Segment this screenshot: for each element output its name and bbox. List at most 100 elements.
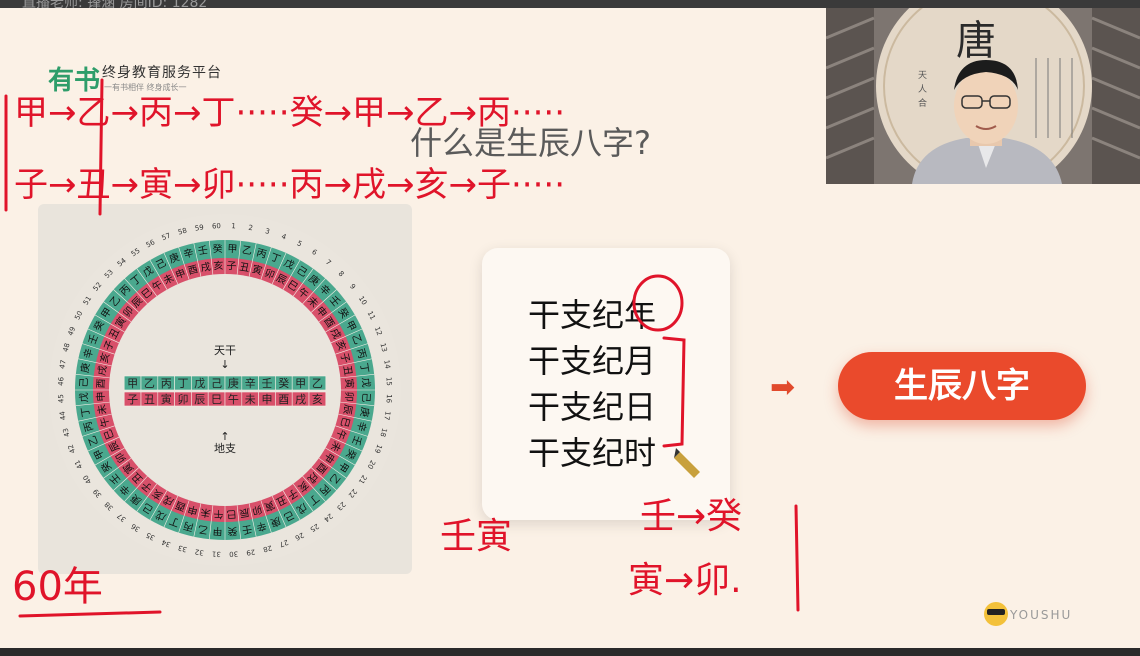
stem-char: 丁 bbox=[168, 514, 181, 528]
cycle-number: 28 bbox=[262, 543, 273, 553]
cycle-number: 27 bbox=[278, 538, 289, 549]
stem-char: 甲 bbox=[227, 244, 238, 256]
branch-char: 子 bbox=[338, 352, 352, 365]
svg-text:天: 天 bbox=[918, 71, 927, 81]
cycle-number: 22 bbox=[347, 487, 359, 499]
stem-char: 壬 bbox=[241, 523, 253, 536]
stem-char: 乙 bbox=[241, 244, 253, 257]
cycle-number: 20 bbox=[366, 459, 377, 471]
right-arrow-icon: ➡ bbox=[770, 370, 796, 405]
dizhi-label: 地支 bbox=[214, 442, 236, 455]
branch-char: 巳 bbox=[338, 416, 352, 429]
stem-char: 甲 bbox=[212, 525, 223, 537]
stem-char: 戊 bbox=[78, 392, 91, 403]
cycle-number: 31 bbox=[212, 550, 221, 558]
tiangan-cell-text: 戊 bbox=[194, 377, 205, 390]
cycle-number: 10 bbox=[357, 295, 369, 307]
cycle-number: 36 bbox=[129, 521, 141, 533]
stem-char: 甲 bbox=[343, 319, 357, 333]
branch-char: 巳 bbox=[226, 508, 237, 521]
cycle-number: 50 bbox=[73, 310, 84, 322]
branch-char: 酉 bbox=[96, 378, 108, 389]
cycle-number: 12 bbox=[373, 326, 384, 337]
cycle-number: 39 bbox=[92, 487, 104, 499]
slide-title: 什么是生辰八字? bbox=[410, 124, 651, 162]
branch-char: 申 bbox=[186, 503, 199, 518]
stem-char: 乙 bbox=[349, 333, 364, 347]
cycle-number: 44 bbox=[58, 410, 67, 421]
branch-char: 辰 bbox=[274, 272, 288, 287]
cycle-number: 30 bbox=[229, 550, 238, 558]
branch-char: 卯 bbox=[251, 503, 264, 517]
branch-char: 未 bbox=[200, 506, 212, 519]
svg-text:合: 合 bbox=[918, 97, 927, 109]
ganzhi-card: 干支纪年 干支纪月 干支纪日 干支纪时 bbox=[482, 248, 730, 520]
cycle-number: 57 bbox=[161, 232, 172, 243]
video-frame: 唐 天 人 合 bbox=[826, 8, 1140, 184]
top-status-bar: 直播老师: 锋涵 房间ID: 1282 bbox=[0, 0, 1140, 11]
branch-char: 寅 bbox=[251, 262, 264, 277]
youshu-logo: 有书 终身教育服务平台 一有书相伴 终身成长一 bbox=[48, 60, 248, 100]
card-line-hour: 干支纪时 bbox=[528, 434, 657, 472]
result-pill: 生辰八字 bbox=[838, 352, 1086, 420]
cycle-number: 7 bbox=[324, 258, 333, 267]
cycle-number: 19 bbox=[373, 443, 384, 454]
dizhi-cell bbox=[308, 391, 327, 407]
tiangan-cell-text: 丁 bbox=[178, 377, 189, 390]
dizhi-cell-text: 卯 bbox=[178, 393, 189, 406]
brand-text: YOUSHU bbox=[1010, 608, 1073, 622]
branch-char: 亥 bbox=[97, 351, 112, 364]
cycle-number: 9 bbox=[348, 283, 357, 292]
branch-char: 辰 bbox=[341, 404, 354, 416]
cycle-number: 37 bbox=[116, 512, 128, 524]
stem-char: 庚 bbox=[167, 250, 181, 266]
branch-char: 戌 bbox=[95, 365, 109, 377]
stem-char: 己 bbox=[360, 392, 372, 403]
branch-char: 辰 bbox=[107, 439, 122, 453]
cycle-number: 25 bbox=[308, 522, 320, 534]
branch-char: 午 bbox=[213, 508, 224, 522]
cycle-number: 48 bbox=[62, 342, 72, 353]
branch-char: 丑 bbox=[108, 327, 122, 341]
branch-char: 子 bbox=[226, 260, 237, 273]
cycle-number: 14 bbox=[382, 359, 391, 370]
cycle-number: 35 bbox=[145, 531, 157, 542]
calligraphy-char: 唐 bbox=[956, 18, 996, 64]
branch-char: 午 bbox=[333, 428, 349, 442]
stem-char: 庚 bbox=[269, 514, 283, 530]
branch-char: 未 bbox=[162, 272, 176, 287]
tiangan-cell-text: 甲 bbox=[295, 377, 306, 390]
branch-char: 亥 bbox=[213, 259, 224, 273]
cycle-number: 15 bbox=[385, 377, 393, 386]
dizhi-cell-text: 申 bbox=[262, 393, 273, 406]
svg-text:人: 人 bbox=[918, 84, 927, 95]
tiangan-cell-text: 己 bbox=[211, 377, 222, 390]
branch-char: 戌 bbox=[200, 260, 212, 274]
stem-char: 乙 bbox=[86, 434, 101, 448]
stem-char: 己 bbox=[154, 258, 168, 272]
stem-char: 己 bbox=[79, 377, 91, 388]
branch-char: 午 bbox=[97, 416, 112, 429]
cycle-number: 52 bbox=[92, 281, 104, 293]
branch-char: 酉 bbox=[187, 264, 200, 277]
stem-char: 己 bbox=[282, 508, 296, 522]
branch-char: 未 bbox=[328, 439, 343, 453]
cycle-number: 11 bbox=[366, 310, 377, 322]
tiangan-cell-text: 甲 bbox=[127, 377, 138, 390]
cycle-number: 21 bbox=[357, 473, 369, 485]
branch-char: 寅 bbox=[343, 378, 357, 389]
dizhi-cell-text: 子 bbox=[127, 393, 138, 406]
branch-char: 未 bbox=[96, 404, 109, 416]
cycle-number: 34 bbox=[160, 538, 172, 549]
logo-mark: 有书 bbox=[48, 66, 101, 96]
stem-char: 辛 bbox=[182, 246, 195, 261]
branch-char: 申 bbox=[173, 266, 187, 282]
cycle-number: 3 bbox=[264, 227, 270, 236]
tiangan-cell-text: 癸 bbox=[278, 376, 289, 390]
stem-char: 丁 bbox=[80, 406, 92, 418]
cycle-number: 46 bbox=[57, 376, 65, 386]
cycle-number: 5 bbox=[296, 239, 304, 248]
stem-char: 丙 bbox=[354, 347, 367, 360]
cycle-number: 6 bbox=[310, 248, 319, 257]
